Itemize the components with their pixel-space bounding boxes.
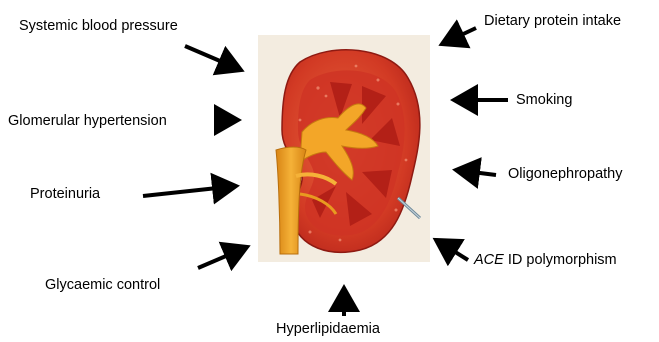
arrow-glycaemic (198, 247, 247, 268)
label-systemic-blood-pressure: Systemic blood pressure (19, 17, 178, 35)
label-glomerular-hypertension: Glomerular hypertension (8, 112, 167, 130)
arrow-proteinuria (143, 186, 236, 196)
label-ace-rest: ID polymorphism (504, 252, 617, 268)
label-smoking: Smoking (516, 91, 572, 109)
arrow-dietary (442, 28, 476, 44)
label-glycaemic-control: Glycaemic control (45, 276, 160, 294)
label-ace-gene: ACE (474, 252, 504, 268)
label-proteinuria: Proteinuria (30, 185, 100, 203)
arrow-oligo (456, 170, 496, 175)
label-dietary-protein-intake: Dietary protein intake (484, 12, 621, 30)
arrow-ace (436, 240, 468, 260)
label-oligonephropathy: Oligonephropathy (508, 165, 622, 183)
arrow-systemic-bp (185, 46, 241, 70)
label-hyperlipidaemia: Hyperlipidaemia (276, 320, 380, 338)
label-ace-polymorphism: ACE ID polymorphism (474, 251, 617, 269)
